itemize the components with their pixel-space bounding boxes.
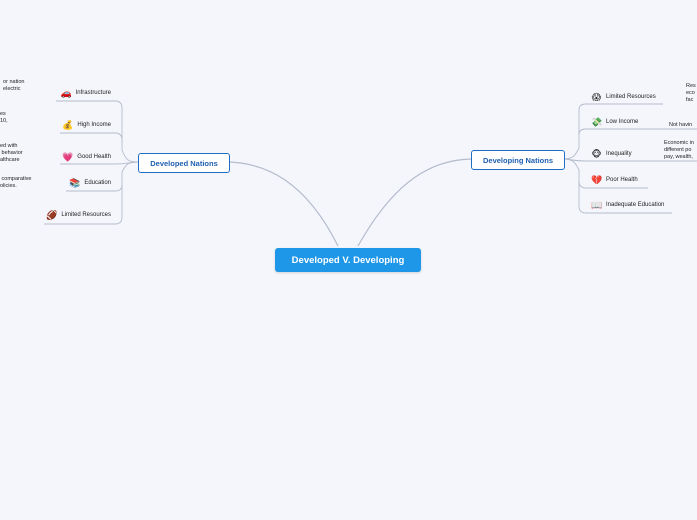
note-infrastructure: or nation electric [3, 79, 25, 92]
note-good-health: ed with behavior althcare [0, 143, 23, 163]
developing-item-inequality[interactable]: 🐵 Inequality [591, 147, 632, 161]
scared-face-icon: 😱 [591, 91, 602, 102]
developed-nations-node[interactable]: Developed Nations [138, 153, 230, 173]
developing-item-label: Inadequate Education [606, 202, 665, 208]
developing-nations-node[interactable]: Developing Nations [471, 150, 565, 170]
developing-item-label: Limited Resources [606, 94, 656, 100]
developing-item-low-income[interactable]: 💸 Low Income [591, 115, 638, 129]
developed-item-label: Good Health [77, 154, 111, 160]
money-bag-icon: 💰 [62, 119, 74, 130]
developing-item-label: Inequality [606, 151, 632, 157]
developed-item-good-health[interactable]: 💗 Good Health [62, 150, 111, 164]
developing-item-poor-health[interactable]: 💔 Poor Health [591, 173, 638, 187]
monkey-face-icon: 🐵 [591, 148, 602, 159]
developed-item-limited-resources[interactable]: 🏈 Limited Resources [46, 208, 111, 222]
open-book-icon: 📖 [591, 199, 603, 210]
developing-item-limited-resources[interactable]: 😱 Limited Resources [591, 90, 656, 104]
developed-item-high-income[interactable]: 💰 High Income [62, 118, 111, 132]
developed-nations-label: Developed Nations [150, 158, 218, 168]
developing-item-label: Low Income [606, 119, 639, 125]
developing-item-inadequate-education[interactable]: 📖 Inadequate Education [591, 198, 664, 212]
note-developing-limited-resources: Res eco fac [686, 83, 696, 103]
developed-item-label: Limited Resources [61, 212, 111, 218]
developed-item-label: High Income [77, 122, 111, 128]
note-inequality: Economic in different po pay, wealth, [664, 140, 694, 160]
football-icon: 🏈 [46, 209, 58, 220]
developing-nations-label: Developing Nations [482, 155, 553, 165]
developed-item-label: Infrastructure [75, 90, 111, 96]
broken-heart-icon: 💔 [591, 174, 603, 185]
note-high-income: es 10, [0, 111, 8, 124]
note-low-income: Not havin [669, 122, 693, 128]
central-topic-label: Developed V. Developing [291, 254, 405, 266]
developed-item-education[interactable]: 📚 Education [69, 176, 111, 190]
developing-item-label: Poor Health [606, 177, 638, 183]
central-topic[interactable]: Developed V. Developing [275, 248, 421, 272]
books-icon: 📚 [69, 177, 81, 188]
car-icon: 🚗 [60, 87, 72, 98]
developed-item-label: Education [84, 180, 111, 186]
developed-item-infrastructure[interactable]: 🚗 Infrastructure [61, 86, 111, 100]
note-education: comparative olicies. [0, 176, 32, 189]
heart-icon: 💗 [62, 151, 74, 162]
flying-money-icon: 💸 [591, 116, 603, 127]
